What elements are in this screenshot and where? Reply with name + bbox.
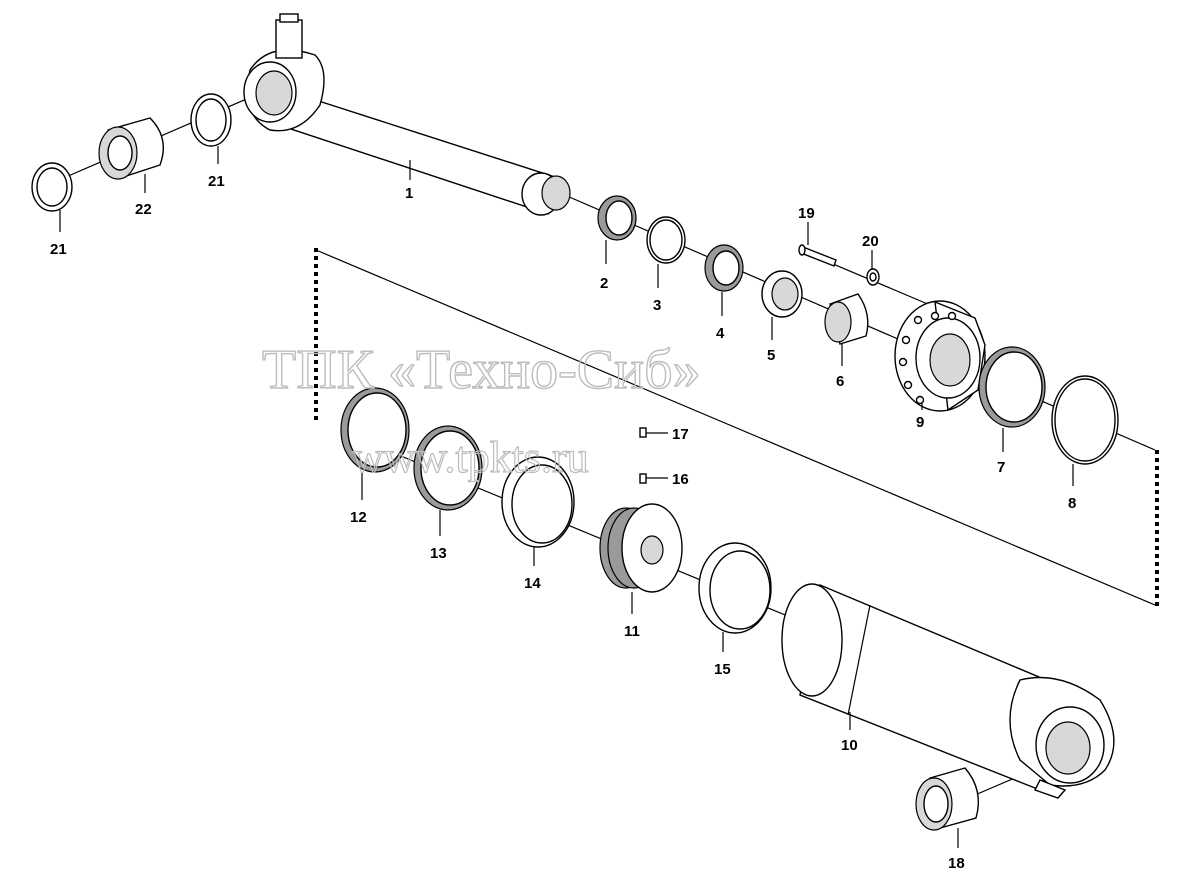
callout-labels: 1 2 3 4 5 6 7 8 9 10 11 12 13 14 15 16 1… <box>50 173 1076 872</box>
callout-12: 12 <box>350 509 367 526</box>
callout-20: 20 <box>862 233 879 250</box>
piston-rod-assembly <box>243 13 571 216</box>
callout-13: 13 <box>430 545 447 562</box>
callout-8: 8 <box>1068 495 1076 512</box>
o-ring-8 <box>1051 375 1119 465</box>
washer-20 <box>866 268 880 286</box>
callout-1: 1 <box>405 185 413 202</box>
callout-4: 4 <box>716 325 725 342</box>
callout-9: 9 <box>916 414 924 431</box>
callout-2: 2 <box>600 275 608 292</box>
seal-ring-7 <box>978 346 1046 428</box>
callout-21-right: 21 <box>208 173 225 190</box>
callout-14: 14 <box>524 575 541 592</box>
seal-4 <box>704 244 744 292</box>
callout-5: 5 <box>767 347 775 364</box>
cylinder-head-9 <box>894 300 986 412</box>
callout-18: 18 <box>948 855 965 872</box>
seal-13 <box>413 425 483 511</box>
callout-22: 22 <box>135 201 152 218</box>
callout-16: 16 <box>672 471 689 488</box>
watermark: ТПК «Техно-Сиб» www.tpkts.ru <box>261 338 701 482</box>
bushing-18 <box>915 767 980 831</box>
o-ring-3 <box>646 216 686 264</box>
wear-ring-15 <box>698 542 772 634</box>
cylinder-tube-10 <box>781 583 1115 799</box>
bushing-22 <box>98 117 164 180</box>
pin-17 <box>639 427 647 438</box>
callout-19: 19 <box>798 205 815 222</box>
bushing-6 <box>824 293 869 345</box>
callout-21-left: 21 <box>50 241 67 258</box>
callout-15: 15 <box>714 661 731 678</box>
seal-12 <box>340 387 410 473</box>
callout-10: 10 <box>841 737 858 754</box>
watermark-website: www.tpkts.ru <box>352 433 589 482</box>
snap-ring-left <box>31 162 73 212</box>
wiper-5 <box>761 270 803 318</box>
piston-11 <box>599 503 683 593</box>
callout-17: 17 <box>672 426 689 443</box>
bolt-19 <box>798 244 837 267</box>
wear-ring-14 <box>501 456 575 548</box>
callout-6: 6 <box>836 373 844 390</box>
pin-16 <box>639 473 647 484</box>
callout-3: 3 <box>653 297 661 314</box>
callout-7: 7 <box>997 459 1005 476</box>
rod-seal-2 <box>597 195 637 241</box>
bolt-holes <box>898 311 957 405</box>
snap-ring-right <box>190 93 232 147</box>
leader-lines <box>59 146 1074 848</box>
callout-11: 11 <box>624 623 640 640</box>
watermark-company-name: ТПК «Техно-Сиб» <box>262 339 701 401</box>
